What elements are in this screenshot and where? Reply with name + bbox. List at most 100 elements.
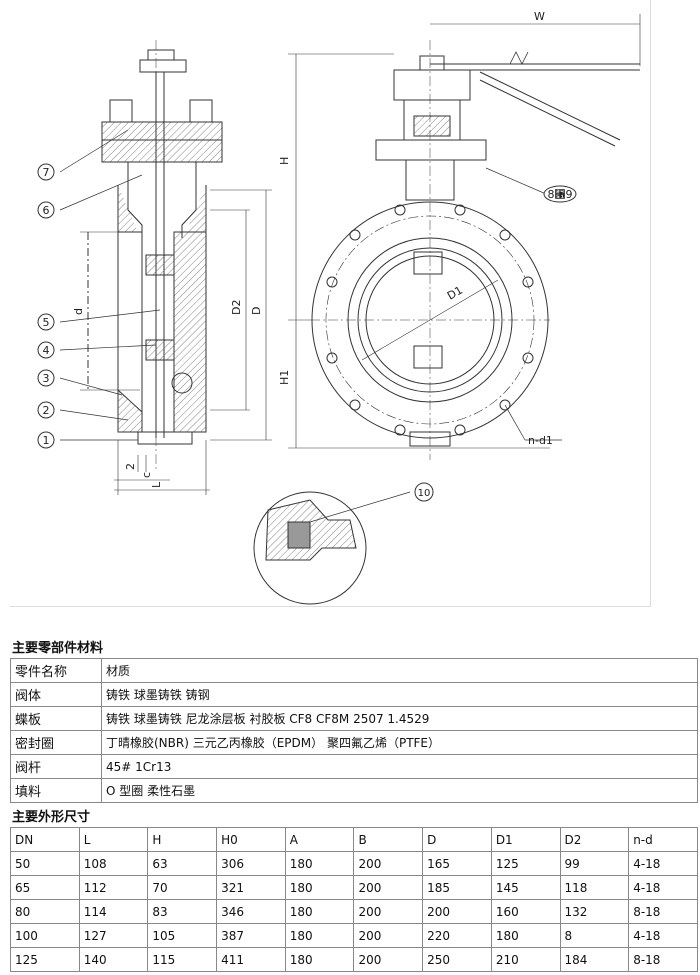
cell: 4-18 (628, 875, 698, 900)
table-row: 密封圈 丁晴橡胶(NBR) 三元乙丙橡胶（EPDM） 聚四氟乙烯（PTFE） (10, 730, 698, 755)
col-header: H (147, 827, 218, 852)
svg-text:8⑑9: 8⑑9 (548, 188, 573, 201)
cell: 387 (216, 923, 286, 948)
table-row: 125 140 115 411 180 200 250 210 184 8-18 (10, 947, 698, 972)
col-header: B (353, 827, 424, 852)
cell: 321 (216, 875, 286, 900)
cell: 108 (78, 851, 149, 876)
dim-l: L (150, 481, 163, 488)
cell: 125 (490, 851, 561, 876)
material: 45# 1Cr13 (101, 754, 698, 779)
svg-text:6: 6 (43, 204, 50, 217)
cell: 411 (216, 947, 286, 972)
svg-text:5: 5 (43, 316, 50, 329)
cell: 160 (490, 899, 561, 924)
dim-2: 2 (124, 463, 137, 470)
cell: 83 (147, 899, 218, 924)
cell: 250 (422, 947, 492, 972)
svg-text:10: 10 (418, 488, 431, 499)
cell: 63 (147, 851, 218, 876)
col-header: D (422, 827, 492, 852)
cell: 185 (422, 875, 492, 900)
cell: 346 (216, 899, 286, 924)
part-name: 阀体 (10, 682, 102, 707)
cell: 80 (10, 899, 80, 924)
part-name: 填料 (10, 778, 102, 803)
cell: 115 (147, 947, 218, 972)
callout-4: 4 (37, 341, 55, 359)
cell: 180 (284, 875, 355, 900)
callout-5: 5 (37, 313, 55, 331)
svg-text:3: 3 (43, 372, 50, 385)
col-header: A (284, 827, 355, 852)
materials-title: 主要零部件材料 (12, 641, 104, 656)
dimensions-title: 主要外形尺寸 (12, 810, 91, 825)
dim-nd1: n-d1 (528, 434, 553, 447)
cell: 125 (10, 947, 80, 972)
header-material: 材质 (101, 658, 698, 683)
cell: 200 (353, 947, 424, 972)
cell: 200 (422, 899, 492, 924)
table-row: 80 114 83 346 180 200 200 160 132 8-18 (10, 899, 698, 924)
cell: 65 (10, 875, 80, 900)
svg-text:4: 4 (43, 344, 50, 357)
cell: 8 (559, 923, 630, 948)
callout-3: 3 (37, 369, 55, 387)
table-row: 阀体 铸铁 球墨铸铁 铸钢 (10, 682, 698, 707)
table-row: 阀杆 45# 1Cr13 (10, 754, 698, 779)
cell: 180 (284, 851, 355, 876)
cell: 118 (559, 875, 630, 900)
table-row: 65 112 70 321 180 200 185 145 118 4-18 (10, 875, 698, 900)
svg-text:7: 7 (43, 166, 50, 179)
front-view (288, 14, 641, 460)
table-header-row: DN L H H0 A B D D1 D2 n-d (10, 827, 698, 852)
dim-h: H (278, 157, 291, 165)
cell: 180 (284, 947, 355, 972)
table-row: 100 127 105 387 180 200 220 180 8 4-18 (10, 923, 698, 948)
cell: 180 (490, 923, 561, 948)
dim-dd: D (250, 307, 263, 315)
valve-drawing: 7 6 5 4 3 2 1 8⑑9 10 W H H1 d D2 D D1 n-… (10, 0, 651, 607)
cell: 105 (147, 923, 218, 948)
table-row: 填料 O 型圈 柔性石墨 (10, 778, 698, 803)
part-name: 密封圈 (10, 730, 102, 755)
cell: 50 (10, 851, 80, 876)
valve-drawing-svg: 7 6 5 4 3 2 1 8⑑9 10 W H H1 d D2 D D1 n-… (37, 10, 641, 605)
cell: 140 (78, 947, 149, 972)
cell: 200 (353, 851, 424, 876)
cell: 114 (78, 899, 149, 924)
dim-d: d (72, 308, 85, 315)
cell: 127 (78, 923, 149, 948)
dim-w: W (534, 10, 545, 23)
callout-8-9: 8⑑9 (543, 185, 577, 203)
material: 铸铁 球墨铸铁 尼龙涂层板 衬胶板 CF8 CF8M 2507 1.4529 (101, 706, 698, 731)
header-part: 零件名称 (10, 658, 102, 683)
col-header: DN (10, 827, 80, 852)
cell: 145 (490, 875, 561, 900)
dim-d1: D1 (445, 284, 465, 303)
dim-c: c (140, 472, 153, 478)
materials-table: 零件名称 材质 阀体 铸铁 球墨铸铁 铸钢 蝶板 铸铁 球墨铸铁 尼龙涂层板 衬… (10, 658, 698, 803)
col-header: n-d (628, 827, 698, 852)
part-name: 阀杆 (10, 754, 102, 779)
cell: 200 (353, 923, 424, 948)
col-header: H0 (216, 827, 286, 852)
cell: 132 (559, 899, 630, 924)
svg-text:1: 1 (43, 434, 50, 447)
col-header: L (78, 827, 149, 852)
material: 铸铁 球墨铸铁 铸钢 (101, 682, 698, 707)
cell: 200 (353, 875, 424, 900)
svg-text:2: 2 (43, 404, 50, 417)
material: O 型圈 柔性石墨 (101, 778, 698, 803)
cell: 100 (10, 923, 80, 948)
callout-6: 6 (37, 201, 55, 219)
cell: 99 (559, 851, 630, 876)
dim-d2: D2 (230, 300, 243, 315)
table-row: 蝶板 铸铁 球墨铸铁 尼龙涂层板 衬胶板 CF8 CF8M 2507 1.452… (10, 706, 698, 731)
cell: 8-18 (628, 947, 698, 972)
col-header: D2 (559, 827, 630, 852)
material: 丁晴橡胶(NBR) 三元乙丙橡胶（EPDM） 聚四氟乙烯（PTFE） (101, 730, 698, 755)
callout-10: 10 (414, 482, 434, 502)
table-row: 50 108 63 306 180 200 165 125 99 4-18 (10, 851, 698, 876)
cell: 180 (284, 923, 355, 948)
